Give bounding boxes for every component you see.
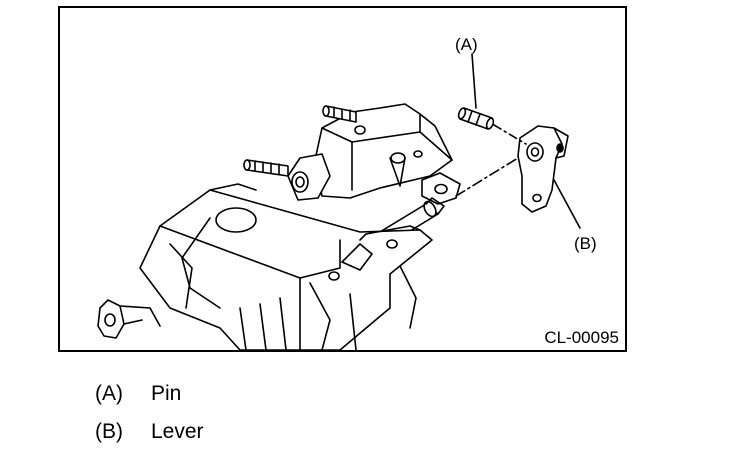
parts-legend: (A) Pin (B) Lever xyxy=(95,383,204,459)
bracket xyxy=(287,103,461,205)
legend-item: (B) Lever xyxy=(95,421,204,459)
legend-name: Lever xyxy=(151,420,204,443)
stud-bolts xyxy=(243,105,357,177)
figure-frame: (A) (B) CL-00095 xyxy=(58,6,627,352)
legend-item: (A) Pin xyxy=(95,383,204,421)
exploded-view-drawing xyxy=(97,53,581,350)
callout-b: (B) xyxy=(574,234,597,253)
assembly-centerline xyxy=(455,157,519,197)
legend-key: (B) xyxy=(95,420,123,443)
leader-line-a xyxy=(471,53,477,109)
housing xyxy=(97,183,433,350)
callout-a: (A) xyxy=(455,35,478,54)
pin xyxy=(457,107,495,130)
pin-centerline xyxy=(493,124,527,145)
legend-name: Pin xyxy=(151,382,182,405)
lever xyxy=(517,125,569,213)
figure-id-label: CL-00095 xyxy=(544,328,619,347)
leader-line-b xyxy=(553,179,581,229)
legend-key: (A) xyxy=(95,382,123,405)
